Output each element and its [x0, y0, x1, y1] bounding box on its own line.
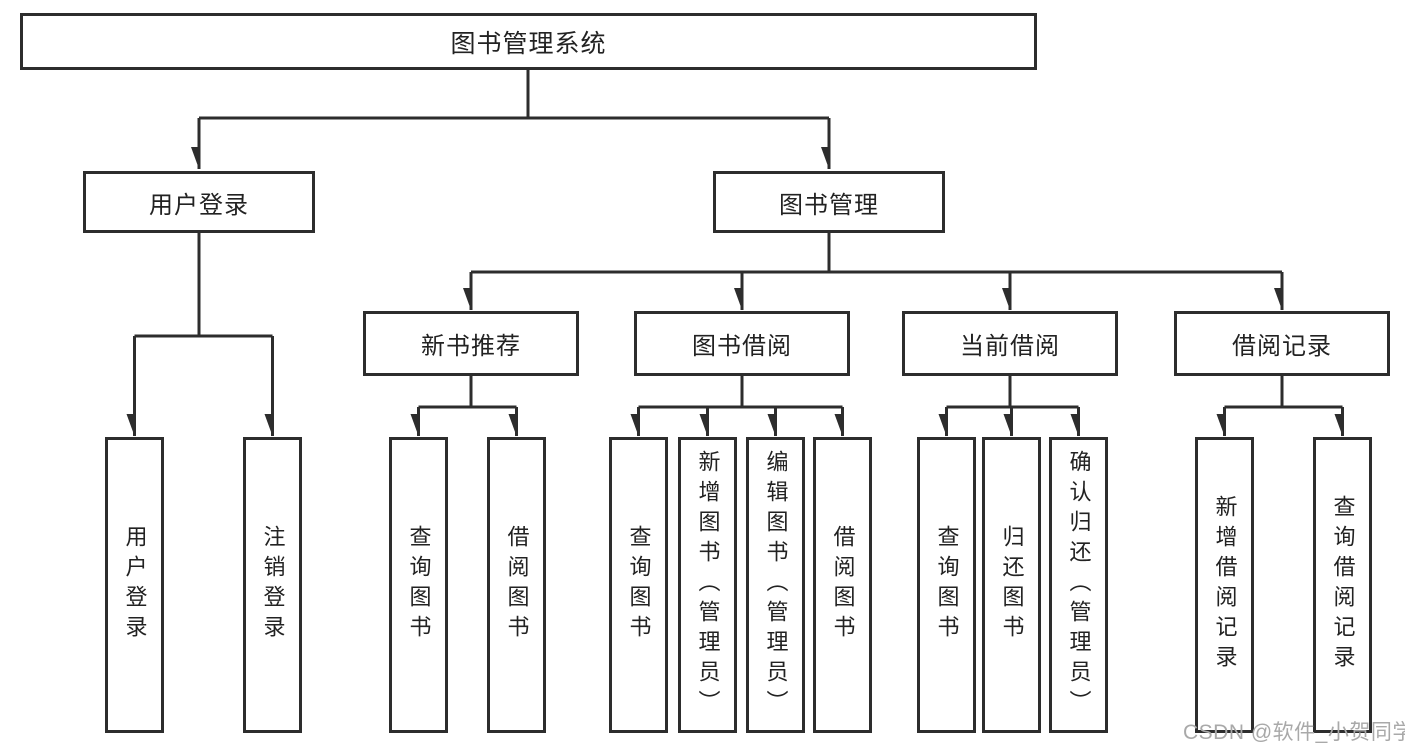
node-book-borrowing-label: 图书借阅 — [692, 333, 792, 360]
leaf-logout: 注销登录 — [243, 437, 302, 733]
leaf-query-books-recommend-label: 查询图书 — [406, 525, 432, 645]
leaf-add-books-admin: 新增图书（管理员） — [678, 437, 737, 733]
leaf-query-books-current: 查询图书 — [917, 437, 976, 733]
leaf-query-books-recommend: 查询图书 — [389, 437, 448, 733]
leaf-borrow-books: 借阅图书 — [813, 437, 872, 733]
leaf-edit-books-admin-label: 编辑图书（管理员） — [763, 450, 789, 720]
node-borrowing-records-label: 借阅记录 — [1232, 333, 1332, 360]
node-user-login-label: 用户登录 — [149, 191, 249, 219]
leaf-add-books-admin-label: 新增图书（管理员） — [695, 450, 721, 720]
leaf-query-books-current-label: 查询图书 — [934, 525, 960, 645]
leaf-confirm-return-admin-label: 确认归还（管理员） — [1066, 450, 1092, 720]
leaf-borrow-books-recommend-label: 借阅图书 — [504, 525, 530, 645]
node-book-management: 图书管理 — [713, 171, 945, 233]
node-current-borrowing: 当前借阅 — [902, 311, 1118, 376]
node-library-management-system: 图书管理系统 — [20, 13, 1037, 70]
leaf-return-books-label: 归还图书 — [999, 525, 1025, 645]
leaf-confirm-return-admin: 确认归还（管理员） — [1049, 437, 1108, 733]
node-book-management-label: 图书管理 — [779, 191, 879, 219]
node-user-login: 用户登录 — [83, 171, 315, 233]
leaf-user-login-label: 用户登录 — [122, 525, 148, 645]
leaf-borrow-books-label: 借阅图书 — [830, 525, 856, 645]
leaf-edit-books-admin: 编辑图书（管理员） — [746, 437, 805, 733]
csdn-watermark: CSDN @软件_小贺同学 — [1183, 721, 1405, 744]
node-new-book-recommend: 新书推荐 — [363, 311, 579, 376]
leaf-add-borrow-record-label: 新增借阅记录 — [1212, 495, 1238, 675]
node-book-borrowing: 图书借阅 — [634, 311, 850, 376]
leaf-query-books-borrowing-label: 查询图书 — [626, 525, 652, 645]
leaf-query-borrow-record: 查询借阅记录 — [1313, 437, 1372, 733]
leaf-query-borrow-record-label: 查询借阅记录 — [1330, 495, 1356, 675]
leaf-add-borrow-record: 新增借阅记录 — [1195, 437, 1254, 733]
node-current-borrowing-label: 当前借阅 — [960, 333, 1060, 360]
leaf-return-books: 归还图书 — [982, 437, 1041, 733]
leaf-query-books-borrowing: 查询图书 — [609, 437, 668, 733]
node-library-management-system-label: 图书管理系统 — [450, 29, 607, 58]
leaf-user-login: 用户登录 — [105, 437, 164, 733]
node-new-book-recommend-label: 新书推荐 — [421, 333, 521, 360]
leaf-logout-label: 注销登录 — [260, 525, 286, 645]
node-borrowing-records: 借阅记录 — [1174, 311, 1390, 376]
leaf-borrow-books-recommend: 借阅图书 — [487, 437, 546, 733]
